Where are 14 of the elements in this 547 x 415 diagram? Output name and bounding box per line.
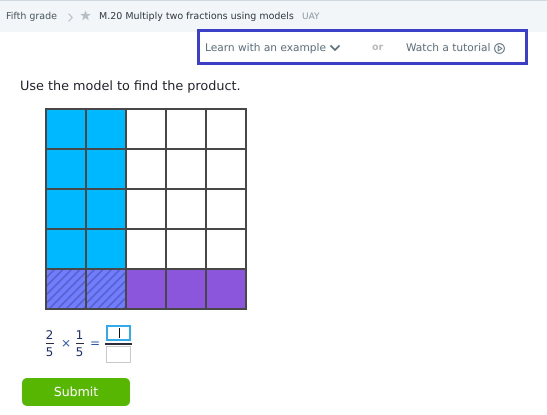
learn-example-link: Learn with an example [205,41,340,55]
equals-sign: = [90,336,100,350]
separator-text: or [372,42,384,54]
watch-tutorial-link: Watch a tutorial [406,41,506,55]
denominator: 5 [76,346,84,358]
numerator: 2 [46,329,54,341]
skill-code: UAY [302,11,320,23]
numerator: 1 [76,329,84,341]
multiply-sign: × [61,336,72,350]
denominator: 5 [46,346,54,358]
question-text: Use the model to find the product. [20,79,241,95]
submit-button: Submit [22,378,130,406]
skill-title: M.20 Multiply two fractions using models [99,11,294,23]
breadcrumb-link: Fifth grade [6,11,57,23]
